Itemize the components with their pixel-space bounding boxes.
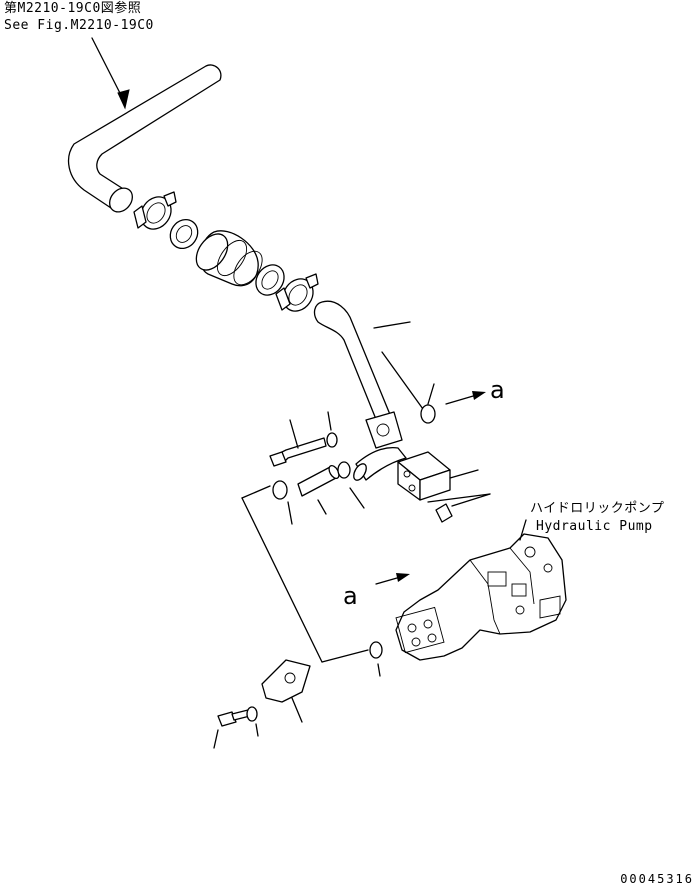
plug-fitting	[435, 493, 491, 523]
hose-short	[297, 464, 340, 515]
leader-line-group	[241, 485, 323, 663]
drawing-number: 00045316	[620, 872, 694, 886]
bolt-upper	[269, 419, 327, 467]
suction-hose-upper	[67, 64, 222, 213]
suction-hose-lower	[313, 300, 429, 445]
washer-lower	[246, 706, 259, 737]
elbow-flange-upper	[353, 411, 407, 481]
hose-ring-1	[169, 218, 199, 250]
o-ring-upper	[420, 383, 436, 424]
view-arrow-upper	[445, 391, 486, 405]
flexible-connector	[195, 230, 263, 287]
view-marker-lower: a	[343, 582, 358, 610]
view-marker-upper: a	[490, 376, 505, 404]
view-arrow-lower	[375, 573, 410, 585]
reference-figure-label-jp: 第M2210-19C0図参照	[4, 1, 142, 16]
elbow-flange-lower	[261, 659, 311, 723]
hose-clamp-small	[272, 480, 293, 525]
hydraulic-pump-label-jp: ハイドロリックポンプ	[530, 501, 665, 516]
reference-figure-label-en: See Fig.M2210-19C0	[4, 18, 154, 33]
o-ring-lower	[321, 641, 383, 677]
adapter-block	[397, 451, 491, 503]
hydraulic-pump-label-en: Hydraulic Pump	[536, 519, 653, 534]
bolt-lower	[213, 709, 251, 749]
hose-ring-2	[255, 264, 285, 296]
reference-arrow	[91, 37, 130, 110]
hydraulic-pump	[395, 519, 567, 661]
washer-upper	[326, 411, 338, 448]
hose-clamp-1	[133, 191, 177, 230]
hose-clamp-2	[275, 273, 319, 312]
hose-clamp-small-2	[337, 461, 365, 509]
